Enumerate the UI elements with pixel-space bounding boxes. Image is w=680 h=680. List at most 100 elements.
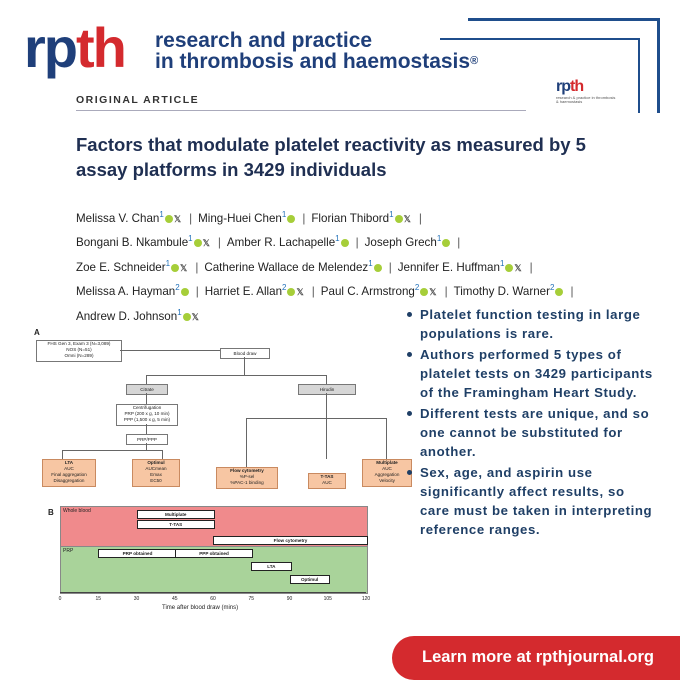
arrow	[146, 424, 147, 434]
orcid-icon[interactable]	[171, 263, 180, 272]
orcid-icon[interactable]	[287, 214, 296, 223]
x-social-icon[interactable]: 𝕏	[514, 262, 522, 273]
x-tick-label: 75	[248, 596, 255, 602]
author-name: Joseph Grech1	[365, 234, 452, 249]
x-tick-label: 120	[361, 596, 371, 602]
author-separator: |	[355, 236, 359, 250]
journal-name-line1: research and practice	[155, 29, 373, 52]
orcid-icon[interactable]	[505, 263, 514, 272]
divider	[76, 110, 526, 111]
hirudin-box: Hirudin	[298, 384, 356, 395]
x-social-icon[interactable]: 𝕏	[403, 213, 411, 224]
x-social-icon[interactable]: 𝕏	[173, 213, 182, 224]
learn-more-link[interactable]: Learn more at rpthjournal.org	[422, 648, 654, 666]
frame-line-right	[657, 18, 660, 113]
orcid-icon[interactable]	[164, 214, 173, 223]
orcid-icon[interactable]	[287, 288, 296, 297]
arrow	[120, 350, 220, 351]
author-separator: |	[195, 260, 199, 274]
x-social-icon[interactable]: 𝕏	[191, 311, 199, 322]
timeline-bar-flow-cytometry: Flow cytometry	[213, 536, 368, 545]
panel-a-label: A	[34, 328, 40, 337]
journal-logo: rpth	[24, 16, 127, 79]
author-name: Catherine Wallace de Melendez1	[204, 259, 382, 274]
orcid-icon[interactable]	[373, 263, 382, 272]
article-title: Factors that modulate platelet reactivit…	[76, 134, 586, 180]
author-name: Melissa A. Hayman2	[76, 283, 190, 298]
frame-line-inner-right	[638, 38, 640, 113]
arrow	[246, 418, 386, 419]
timeline-bar-multiplate: Multiplate	[136, 510, 215, 519]
x-axis	[60, 592, 366, 593]
x-tick-label: 45	[171, 596, 178, 602]
author-separator: |	[529, 260, 533, 274]
timeline-bar-t-tas: T-TAS	[136, 520, 215, 529]
arrow	[162, 450, 163, 459]
arrow	[146, 393, 147, 404]
arrow	[246, 418, 247, 467]
author-separator: |	[444, 285, 448, 299]
orcid-icon[interactable]	[340, 239, 349, 248]
arrow	[146, 375, 326, 376]
assay-box-t-tas: T-TAS AUC	[308, 473, 346, 489]
list-item: Platelet function testing in large popul…	[404, 305, 654, 343]
prp-ppp-box: PRP/PPP	[126, 434, 168, 445]
orcid-icon[interactable]	[420, 288, 429, 297]
x-tick-label: 105	[323, 596, 332, 602]
arrow	[386, 418, 387, 459]
x-social-icon[interactable]: 𝕏	[180, 262, 188, 273]
author-separator: |	[311, 285, 315, 299]
learn-more-banner[interactable]	[392, 636, 680, 680]
orcid-icon[interactable]	[182, 312, 191, 321]
orcid-icon[interactable]	[193, 239, 202, 248]
citrate-box: Citrate	[126, 384, 168, 395]
author-separator: |	[195, 285, 199, 299]
author-separator: |	[189, 211, 193, 225]
author-separator: |	[418, 211, 422, 225]
x-tick-label: 60	[210, 596, 216, 602]
x-tick-label: 15	[95, 596, 102, 602]
orcid-icon[interactable]	[180, 288, 189, 297]
x-social-icon[interactable]: 𝕏	[429, 287, 437, 298]
x-tick-label: 90	[286, 596, 293, 602]
journal-name: research and practice in thrombosis and …	[155, 30, 478, 72]
frame-line-top	[468, 18, 660, 21]
author-name: Timothy D. Warner2	[454, 283, 565, 298]
key-findings-list: Platelet function testing in large popul…	[404, 305, 654, 541]
article-type: ORIGINAL ARTICLE	[76, 94, 200, 106]
author-separator: |	[388, 260, 392, 274]
orcid-icon[interactable]	[394, 214, 403, 223]
study-figure: A FHS Gen 3, Exam 3 (N=3,089)NOS (N=51)O…	[32, 328, 412, 618]
arrow	[244, 357, 245, 375]
author-name: Amber R. Lachapelle1	[227, 234, 350, 249]
cohort-box: FHS Gen 3, Exam 3 (N=3,089)NOS (N=51)Omn…	[36, 340, 122, 362]
author-separator: |	[217, 236, 221, 250]
arrow	[146, 375, 147, 384]
x-social-icon[interactable]: 𝕏	[296, 287, 304, 298]
x-tick-label: 0	[58, 596, 62, 602]
list-item: Different tests are unique, and so one c…	[404, 404, 654, 461]
x-tick-label: 30	[133, 596, 140, 602]
orcid-icon[interactable]	[555, 288, 564, 297]
timeline-bar-prp-obtained: PRP obtained	[98, 549, 177, 558]
author-separator: |	[457, 236, 461, 250]
x-social-icon[interactable]: 𝕏	[202, 238, 210, 249]
x-axis-label: Time after blood draw (mins)	[162, 605, 239, 611]
arrow	[146, 443, 147, 450]
timeline-bar-optimul: Optimul	[289, 575, 330, 584]
list-item: Authors performed 5 types of platelet te…	[404, 345, 654, 402]
arrow	[62, 450, 162, 451]
blood-draw-box: Blood draw	[220, 348, 270, 359]
orcid-icon[interactable]	[442, 239, 451, 248]
author-name: Ming-Huei Chen1	[198, 210, 296, 225]
